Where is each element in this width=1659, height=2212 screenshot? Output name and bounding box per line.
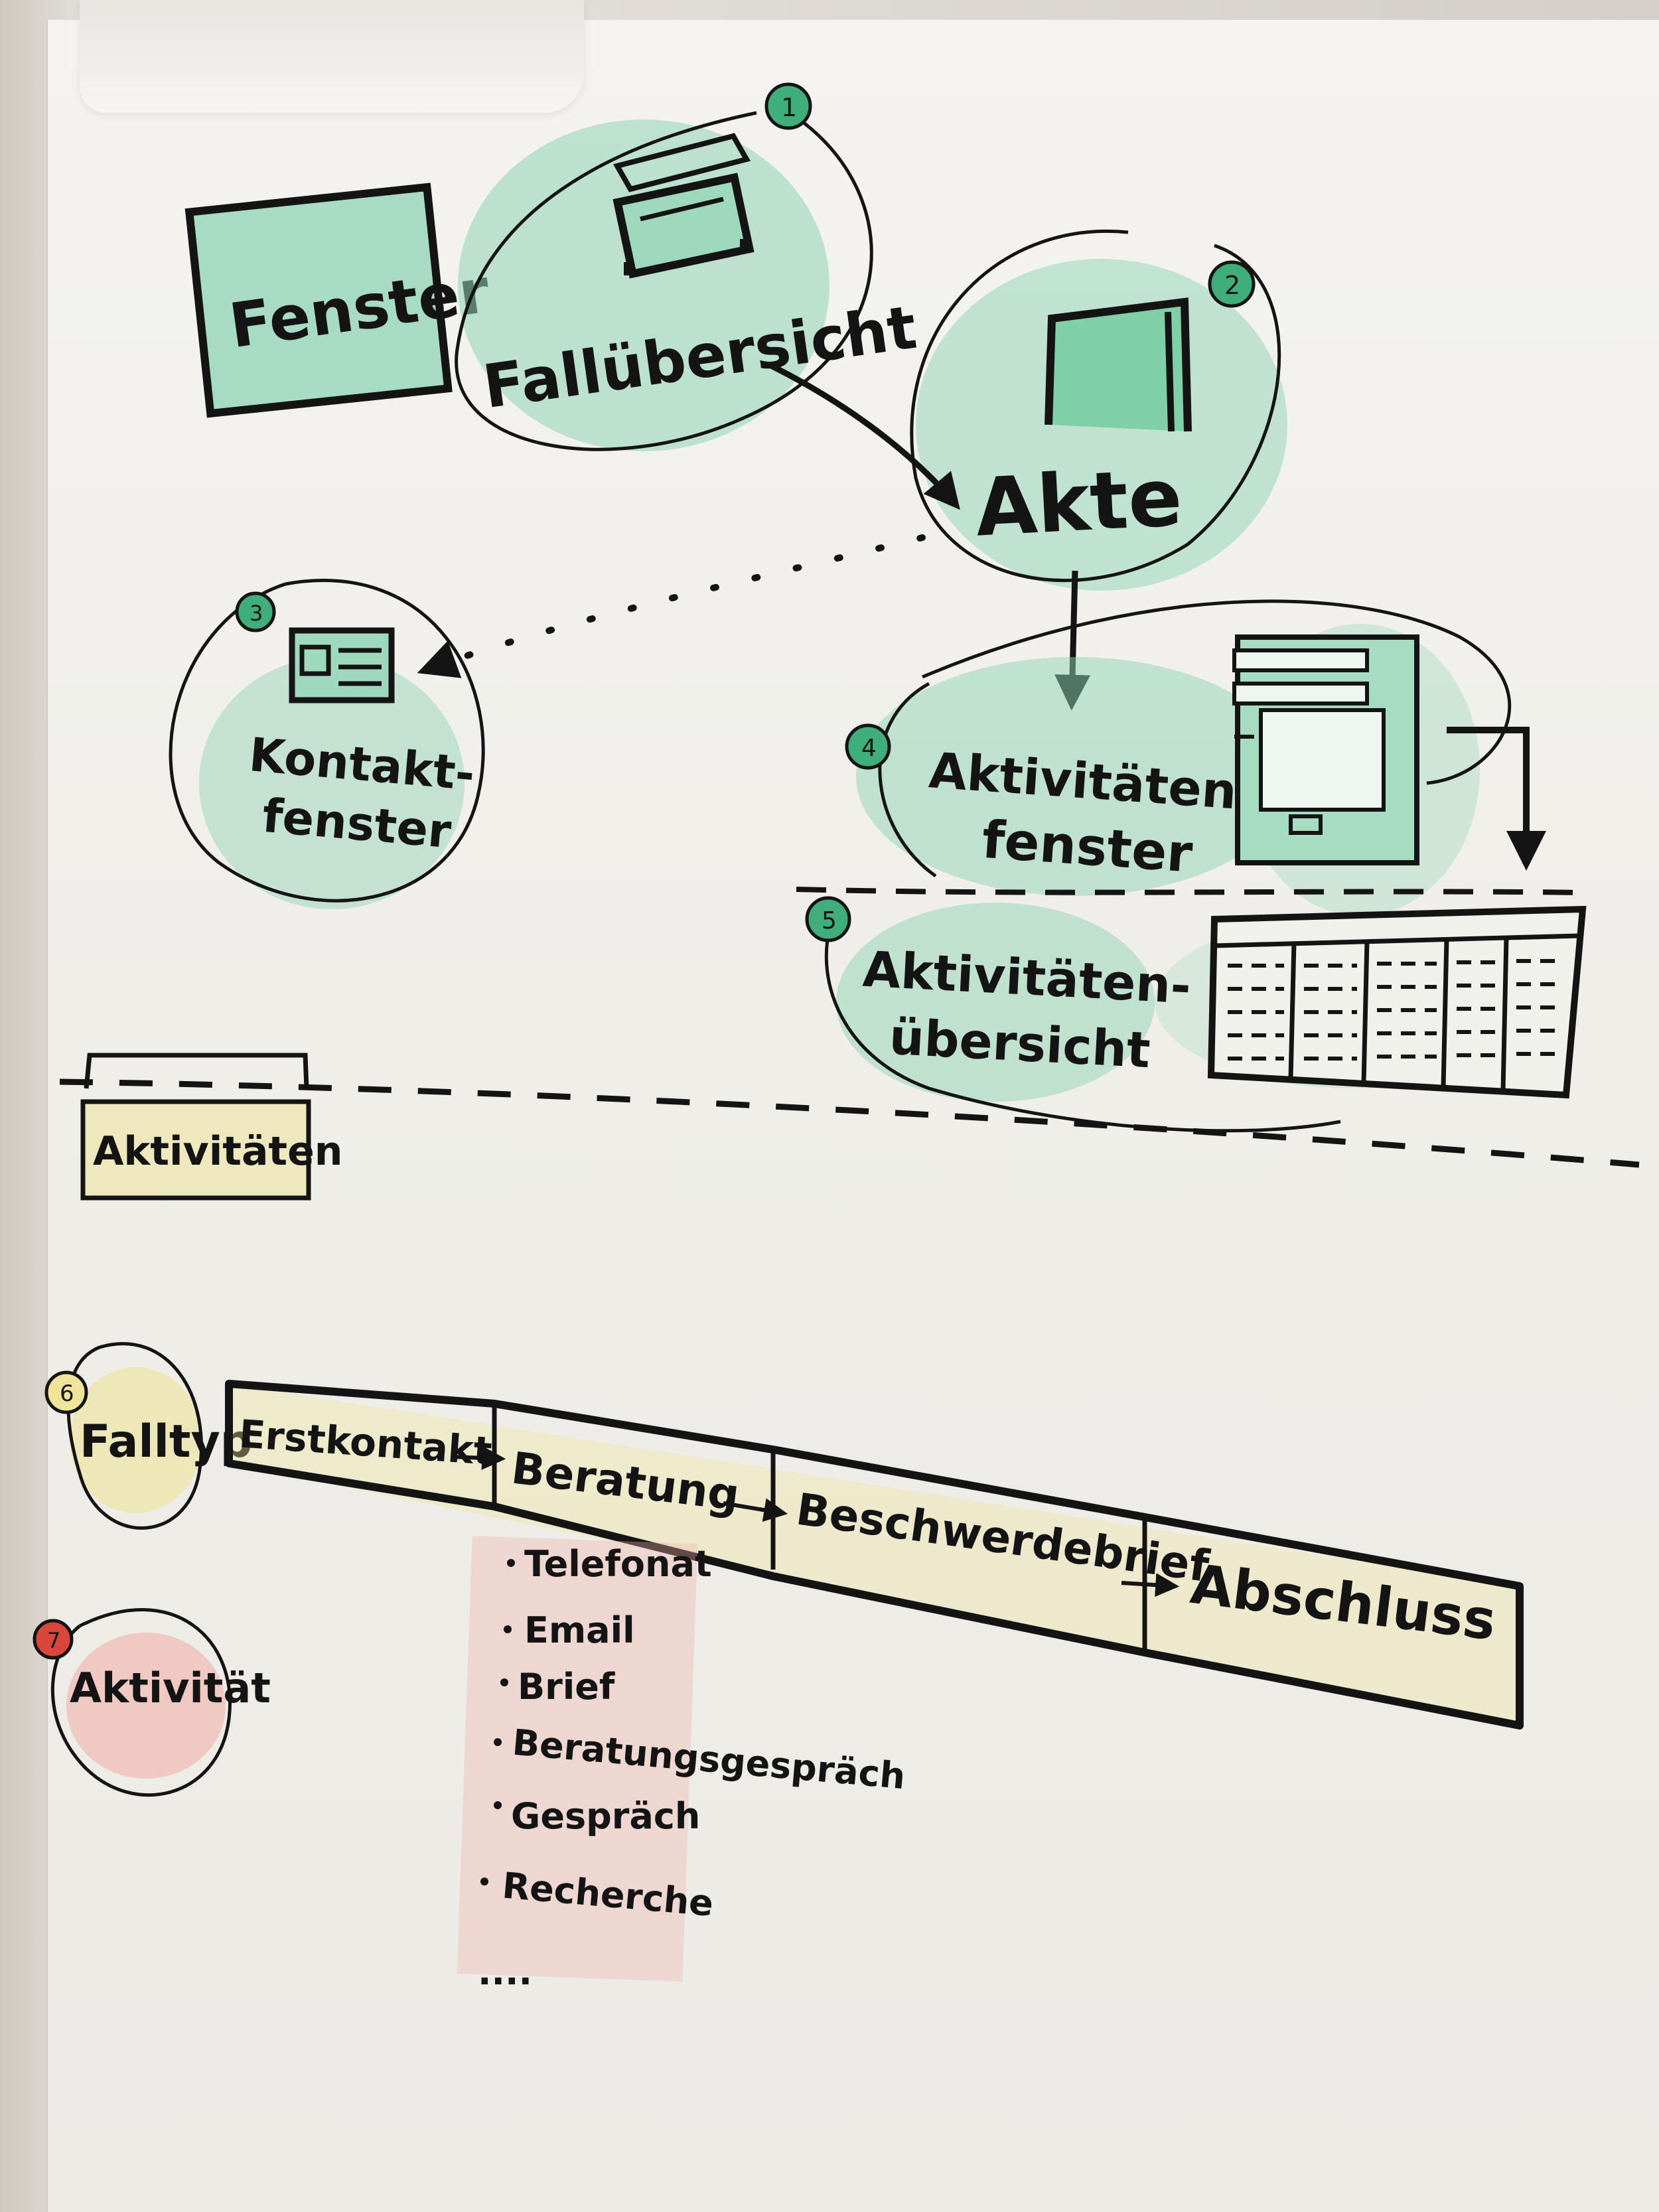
badge-7-number: 7: [47, 1628, 60, 1653]
badge-2-number: 2: [1224, 271, 1240, 300]
window-2-label: Akte: [974, 452, 1185, 555]
window-activity-overview: Aktivitäten- übersicht: [824, 903, 1587, 1133]
cabinet-icon: [613, 133, 755, 279]
badge-6: 6: [44, 1370, 88, 1414]
contact-card-icon: [289, 627, 395, 703]
activity-type-5: Gespräch: [511, 1795, 700, 1837]
badge-1: 1: [764, 82, 812, 130]
activity-type-list: Telefonat Email Brief Beratungsgespräch …: [457, 1536, 907, 1993]
dashed-separator-4-5: [796, 887, 1587, 895]
activities-header-box: Aktivitäten: [80, 1053, 343, 1201]
activity-form-icon: [1232, 634, 1419, 865]
window-contact: Kontakt- fenster: [169, 579, 485, 909]
badge-7: 7: [33, 1619, 74, 1660]
arrow-activity-window-to-overview: [1447, 727, 1546, 871]
table-icon: [1207, 905, 1587, 1099]
activity-type-1: Telefonat: [524, 1543, 712, 1585]
badge-1-number: 1: [781, 93, 797, 122]
dotted-arrow-file-to-contact: [417, 534, 926, 678]
badge-4-number: 4: [861, 735, 877, 762]
activity-type-3: Brief: [518, 1666, 615, 1708]
aktivitaet-label: Aktivität: [70, 1664, 271, 1712]
badge-5: 5: [805, 896, 851, 942]
window-activity: Aktivitäten fenster: [856, 599, 1512, 916]
badge-4: 4: [845, 723, 891, 770]
falltyp-label: Falltyp: [80, 1416, 252, 1468]
badge-6-number: 6: [60, 1380, 74, 1407]
badge-2: 2: [1208, 260, 1256, 308]
badge-3-number: 3: [250, 601, 263, 626]
falltyp-node: Falltyp: [66, 1342, 252, 1530]
badge-5-number: 5: [822, 907, 837, 934]
window-fall-overview: Fallübersicht: [455, 111, 920, 451]
window-file: Akte: [910, 230, 1287, 591]
arrow-overview-to-file: [768, 362, 960, 510]
activity-type-2: Email: [524, 1609, 635, 1651]
window-4-label-line2: fenster: [980, 810, 1194, 885]
paper-roll: [80, 0, 584, 113]
process-band: Erstkontakt Beratung Beschwerdebrief Abs…: [225, 1380, 1524, 1730]
activity-type-bullets: [480, 1559, 515, 1885]
badge-3: 3: [235, 591, 276, 632]
activities-header-label: Aktivitäten: [93, 1128, 343, 1175]
aktivitaet-node: Aktivität: [50, 1607, 271, 1797]
window-5-label-line2: übersicht: [888, 1009, 1152, 1079]
activity-type-more: ....: [478, 1951, 532, 1993]
door-icon: [1045, 297, 1192, 432]
windows-header-box: Fenster: [184, 183, 494, 418]
section-divider: [59, 1078, 1640, 1168]
